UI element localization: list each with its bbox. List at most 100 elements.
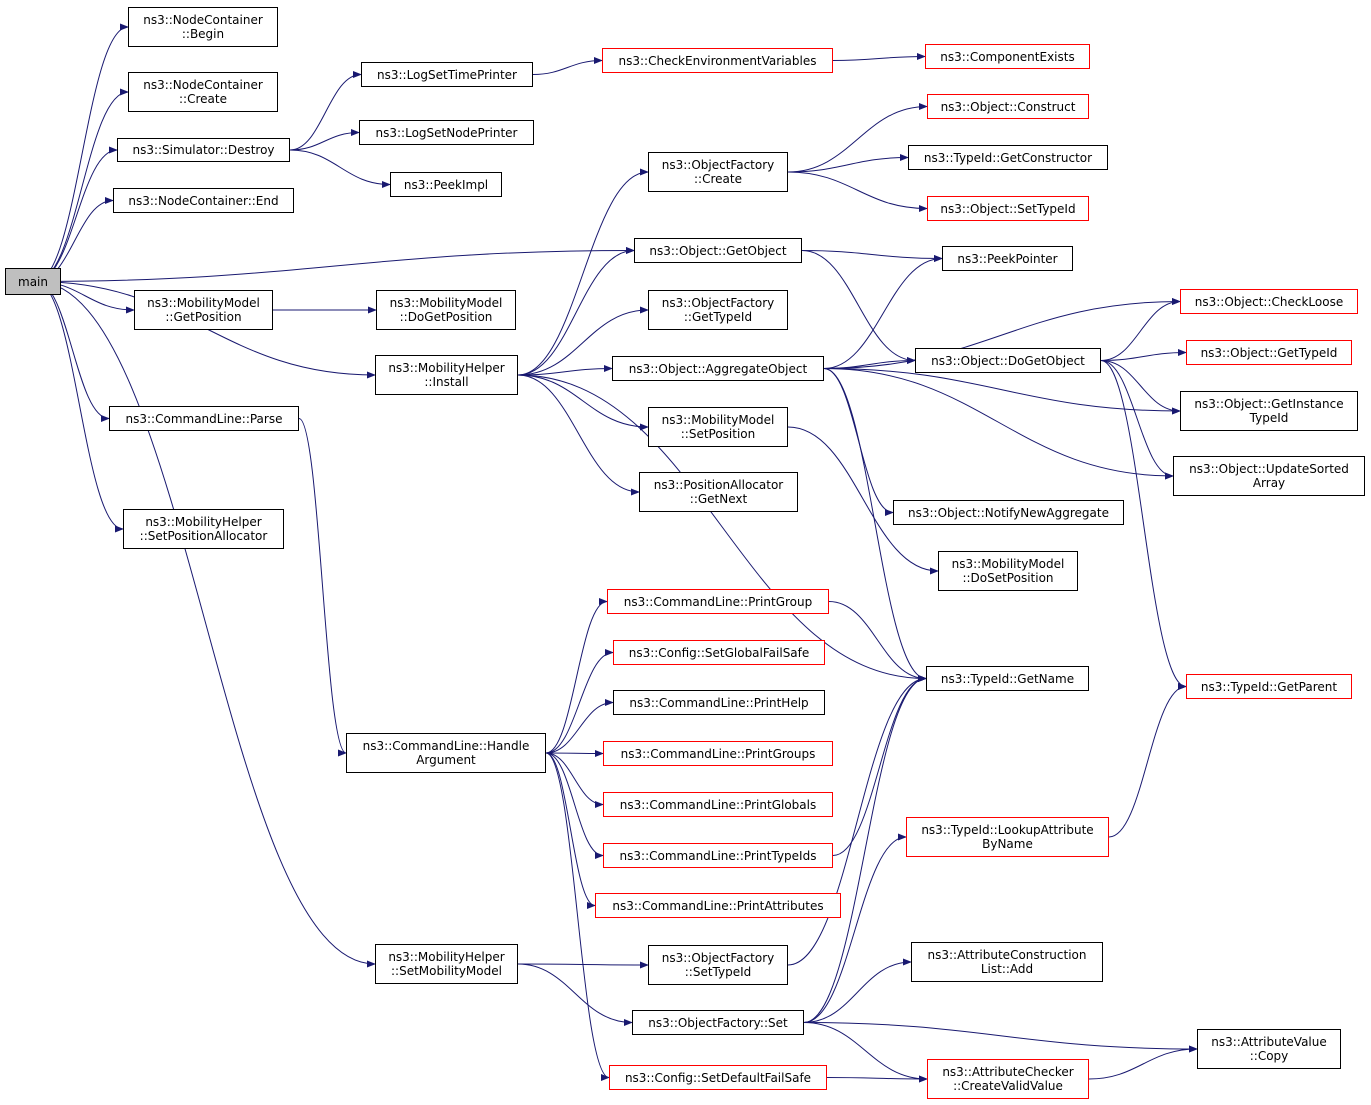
node-sim-destroy[interactable]: ns3::Simulator::Destroy [117,138,290,162]
node-label-line: ns3::CommandLine::PrintGroup [623,594,813,609]
edge-check-env-to-comp-exists [832,52,926,61]
node-cfg-setdefault[interactable]: ns3::Config::SetDefaultFailSafe [609,1065,827,1090]
edge-cl-printtids-to-tid-getname [832,674,927,856]
node-obj-dogetobject[interactable]: ns3::Object::DoGetObject [915,348,1101,373]
node-label-line: ns3::Config::SetGlobalFailSafe [628,645,810,660]
edge-of-create-to-tid-getctor [787,153,909,173]
node-label-line: ByName [982,837,1033,851]
edge-obj-aggregate-to-peekptr [823,254,943,369]
node-label-line: ns3::AttributeConstruction [927,948,1087,962]
edge-sim-destroy-to-log-node [289,128,360,151]
node-label-line: ns3::Object::GetTypeId [1200,345,1338,360]
node-comp-exists[interactable]: ns3::ComponentExists [925,44,1090,69]
node-mm-dogetpos[interactable]: ns3::MobilityModel::DoGetPosition [376,290,516,330]
edge-cl-handle-to-cl-printgroup [545,597,608,754]
node-label-line: ns3::LogSetTimePrinter [376,67,517,82]
node-label-line: ns3::Object::AggregateObject [628,361,808,376]
node-tid-getctor[interactable]: ns3::TypeId::GetConstructor [908,145,1108,170]
node-label-line: ns3::MobilityModel [147,296,260,310]
node-label-line: ns3::PeekImpl [403,177,489,192]
node-cl-printgroups[interactable]: ns3::CommandLine::PrintGroups [603,741,833,766]
node-mh-setmodel[interactable]: ns3::MobilityHelper::SetMobilityModel [375,944,518,984]
edge-cfg-setdefault-to-ac-createvalid [826,1075,928,1083]
node-label-line: ns3::PositionAllocator [653,478,784,492]
node-label-line: ns3::Simulator::Destroy [132,143,275,157]
node-log-time[interactable]: ns3::LogSetTimePrinter [361,62,533,87]
node-tid-getname[interactable]: ns3::TypeId::GetName [926,666,1089,691]
edge-obj-getobject-to-obj-dogetobject [801,250,916,365]
node-obj-gettid[interactable]: ns3::Object::GetTypeId [1186,340,1352,365]
edge-cl-handle-to-cl-printgroups [545,749,604,758]
node-label-line: ns3::ObjectFactory [661,158,775,172]
node-of-settid[interactable]: ns3::ObjectFactory::SetTypeId [648,945,788,985]
node-mh-setalloc[interactable]: ns3::MobilityHelper::SetPositionAllocato… [123,509,284,549]
node-label-line: ::GetPosition [165,310,242,324]
edge-main-to-nc-begin [35,23,129,282]
node-cl-printglobals[interactable]: ns3::CommandLine::PrintGlobals [603,792,833,817]
node-peekimpl[interactable]: ns3::PeekImpl [390,172,502,197]
node-cfg-setglobal[interactable]: ns3::Config::SetGlobalFailSafe [613,640,825,665]
edge-obj-dogetobject-to-obj-getinst [1100,360,1181,415]
node-nc-end[interactable]: ns3::NodeContainer::End [113,188,294,213]
node-nc-begin[interactable]: ns3::NodeContainer::Begin [128,7,278,47]
node-mm-setpos[interactable]: ns3::MobilityModel::SetPosition [648,407,788,447]
node-obj-notify[interactable]: ns3::Object::NotifyNewAggregate [893,500,1124,525]
node-label-line: ns3::CommandLine::Parse [125,411,283,426]
node-peekptr[interactable]: ns3::PeekPointer [942,246,1073,271]
edge-main-to-sim-destroy [35,146,118,282]
node-obj-settid[interactable]: ns3::Object::SetTypeId [927,196,1089,221]
node-av-copy[interactable]: ns3::AttributeValue::Copy [1197,1029,1341,1069]
edge-main-to-mh-setmodel [35,281,376,968]
node-main[interactable]: main [5,268,61,295]
edge-of-settid-to-tid-getname [787,674,927,966]
node-label-line: ns3::CommandLine::PrintGlobals [619,797,817,812]
edge-obj-dogetobject-to-obj-checkloose [1100,297,1181,361]
edge-of-set-to-tid-lookup [803,833,907,1023]
node-of-set[interactable]: ns3::ObjectFactory::Set [632,1010,804,1035]
node-label-line: ::Begin [181,27,225,41]
edge-obj-getobject-to-peekptr [801,250,943,263]
edge-of-set-to-tid-getname [803,674,927,1023]
node-tid-getparent[interactable]: ns3::TypeId::GetParent [1186,674,1352,699]
edge-of-set-to-ac-createvalid [803,1022,928,1083]
node-cl-printtids[interactable]: ns3::CommandLine::PrintTypeIds [603,843,833,868]
edge-mh-install-to-tid-getname [517,374,927,683]
node-log-node[interactable]: ns3::LogSetNodePrinter [359,120,534,145]
edge-mh-install-to-mm-setpos [517,374,649,431]
node-obj-aggregate[interactable]: ns3::Object::AggregateObject [612,356,824,381]
edge-mh-install-to-obj-getobject [517,246,635,376]
node-mh-install[interactable]: ns3::MobilityHelper::Install [375,355,518,395]
node-cl-printhelp[interactable]: ns3::CommandLine::PrintHelp [613,690,825,715]
node-cl-parse[interactable]: ns3::CommandLine::Parse [109,406,299,431]
node-check-env[interactable]: ns3::CheckEnvironmentVariables [602,48,833,73]
node-obj-getobject[interactable]: ns3::Object::GetObject [634,238,802,263]
node-label-line: ns3::MobilityModel [661,413,775,427]
node-label-line: ns3::MobilityModel [951,557,1065,571]
node-pa-getnext[interactable]: ns3::PositionAllocator::GetNext [639,472,798,512]
node-label-line: ns3::LogSetNodePrinter [375,125,518,140]
node-label-line: ns3::Object::NotifyNewAggregate [908,505,1109,520]
node-nc-create[interactable]: ns3::NodeContainer::Create [128,72,278,112]
node-of-create[interactable]: ns3::ObjectFactory::Create [648,152,788,192]
node-of-gettid[interactable]: ns3::ObjectFactory::GetTypeId [648,290,788,330]
node-ac-createvalid[interactable]: ns3::AttributeChecker::CreateValidValue [927,1059,1089,1099]
node-label-line: ns3::CommandLine::PrintTypeIds [619,848,817,863]
edge-mh-setmodel-to-of-set [517,963,633,1027]
edge-of-create-to-obj-construct [787,102,928,173]
node-label-line: ns3::TypeId::LookupAttribute [921,823,1094,837]
edge-cl-handle-to-cl-printhelp [545,698,614,754]
node-mm-dosetpos[interactable]: ns3::MobilityModel::DoSetPosition [938,551,1078,591]
node-obj-construct[interactable]: ns3::Object::Construct [927,94,1089,119]
node-label-line: ns3::TypeId::GetParent [1200,679,1338,694]
node-label-line: ::Install [424,375,469,389]
node-cl-printattrs[interactable]: ns3::CommandLine::PrintAttributes [595,893,841,918]
node-obj-checkloose[interactable]: ns3::Object::CheckLoose [1180,289,1358,314]
edge-of-set-to-av-copy [803,1022,1198,1053]
node-mm-getpos[interactable]: ns3::MobilityModel::GetPosition [134,290,273,330]
node-cl-printgroup[interactable]: ns3::CommandLine::PrintGroup [607,589,829,614]
